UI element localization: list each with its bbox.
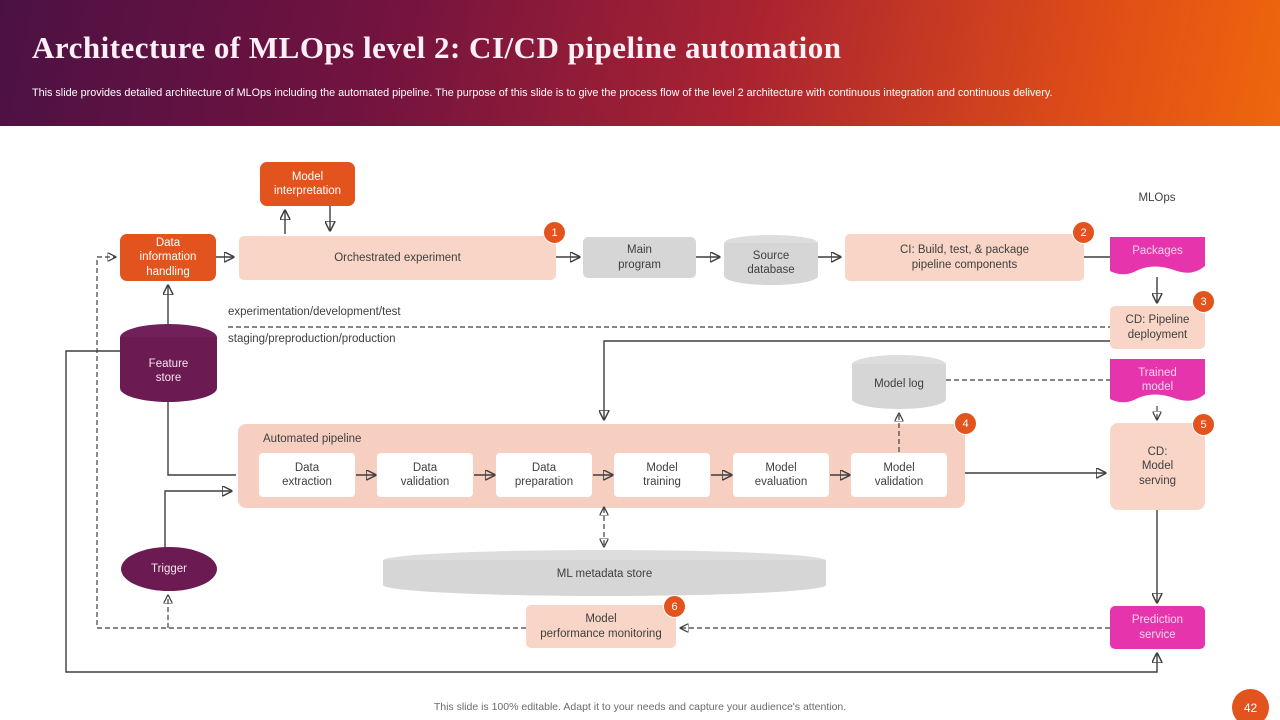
node-orchestrated-experiment: Orchestrated experiment [239,236,556,280]
environment-label-staging: staging/preproduction/production [228,333,396,345]
node-main-program-label: Main program [618,244,661,271]
footer-note: This slide is 100% editable. Adapt it to… [433,701,847,713]
badge-1-number: 1 [551,226,558,239]
step-model-evaluation-label: Model evaluation [754,461,808,488]
mlops-label: MLOps [1138,192,1176,204]
badge-6: 6 [663,595,686,618]
step-model-validation-label: Model validation [874,461,924,488]
node-prediction-service: Prediction service [1110,606,1205,649]
page-subtitle: This slide provides detailed architectur… [32,87,1053,99]
node-model-interpretation: Model interpretation [260,162,355,206]
step-model-training: Model training [614,453,710,497]
node-data-information-handling-label: Data information handling [139,236,197,278]
node-packages: Packages [1110,237,1205,278]
node-orchestrated-experiment-label: Orchestrated experiment [334,251,461,264]
node-model-performance-monitoring-label: Model performance monitoring [540,613,662,640]
step-data-preparation-label: Data preparation [514,461,574,488]
node-ml-metadata-store: ML metadata store [383,550,826,596]
step-data-extraction-label: Data extraction [282,461,332,488]
badge-2: 2 [1072,221,1095,244]
node-source-database: Source database [724,235,818,285]
badge-5: 5 [1192,413,1215,436]
connector-featurestore-to-pipeline [167,402,236,476]
node-trigger-label: Trigger [151,563,187,575]
node-feature-store-label: Feature store [148,358,189,385]
node-trained-model-label: Trained model [1138,367,1177,394]
page-number: 42 [1243,700,1258,715]
badge-1: 1 [543,221,566,244]
source-database-cylinder-body [724,243,818,285]
step-model-evaluation: Model evaluation [733,453,829,497]
connector-trigger-to-pipeline [164,491,231,548]
packages-document-shape [1110,237,1205,275]
node-model-performance-monitoring: Model performance monitoring [526,605,676,648]
step-data-validation: Data validation [377,453,473,497]
automated-pipeline-title: Automated pipeline [263,433,362,445]
step-model-validation: Model validation [851,453,947,497]
automated-pipeline-container: Automated pipeline Data extraction Data … [238,424,965,508]
node-main-program: Main program [583,237,696,278]
node-source-database-label: Source database [747,250,795,277]
badge-4-number: 4 [962,417,969,430]
slide-header: Architecture of MLOps level 2: CI/CD pip… [0,0,1280,126]
badge-3-number: 3 [1200,295,1207,308]
page-number-badge: 42 [1232,689,1269,720]
node-prediction-service-label: Prediction service [1131,614,1184,641]
node-ci-build-test-package-label: CI: Build, test, & package pipeline comp… [899,244,1030,271]
step-data-preparation: Data preparation [496,453,592,497]
step-model-training-label: Model training [643,461,681,488]
node-cd-model-serving: CD: Model serving [1110,423,1205,510]
node-packages-label: Packages [1132,245,1183,257]
page-title: Architecture of MLOps level 2: CI/CD pip… [32,30,842,65]
badge-4: 4 [954,412,977,435]
step-data-validation-label: Data validation [400,461,450,488]
node-trained-model: Trained model [1110,359,1205,406]
node-cd-model-serving-label: CD: Model serving [1138,445,1177,487]
node-trigger: Trigger [121,547,217,591]
node-cd-pipeline-deployment: CD: Pipeline deployment [1110,306,1205,349]
node-feature-store: Feature store [120,324,217,402]
node-model-log-label: Model log [874,378,924,390]
badge-6-number: 6 [671,600,678,613]
badge-3: 3 [1192,290,1215,313]
node-data-information-handling: Data information handling [120,234,216,281]
badge-5-number: 5 [1200,418,1207,431]
node-ml-metadata-store-label: ML metadata store [556,568,653,580]
node-cd-pipeline-deployment-label: CD: Pipeline deployment [1125,314,1190,341]
badge-2-number: 2 [1080,226,1087,239]
node-ci-build-test-package: CI: Build, test, & package pipeline comp… [845,234,1084,281]
environment-label-experimentation: experimentation/development/test [228,306,401,318]
step-data-extraction: Data extraction [259,453,355,497]
node-model-log: Model log [852,355,946,409]
node-model-interpretation-label: Model interpretation [273,170,342,197]
